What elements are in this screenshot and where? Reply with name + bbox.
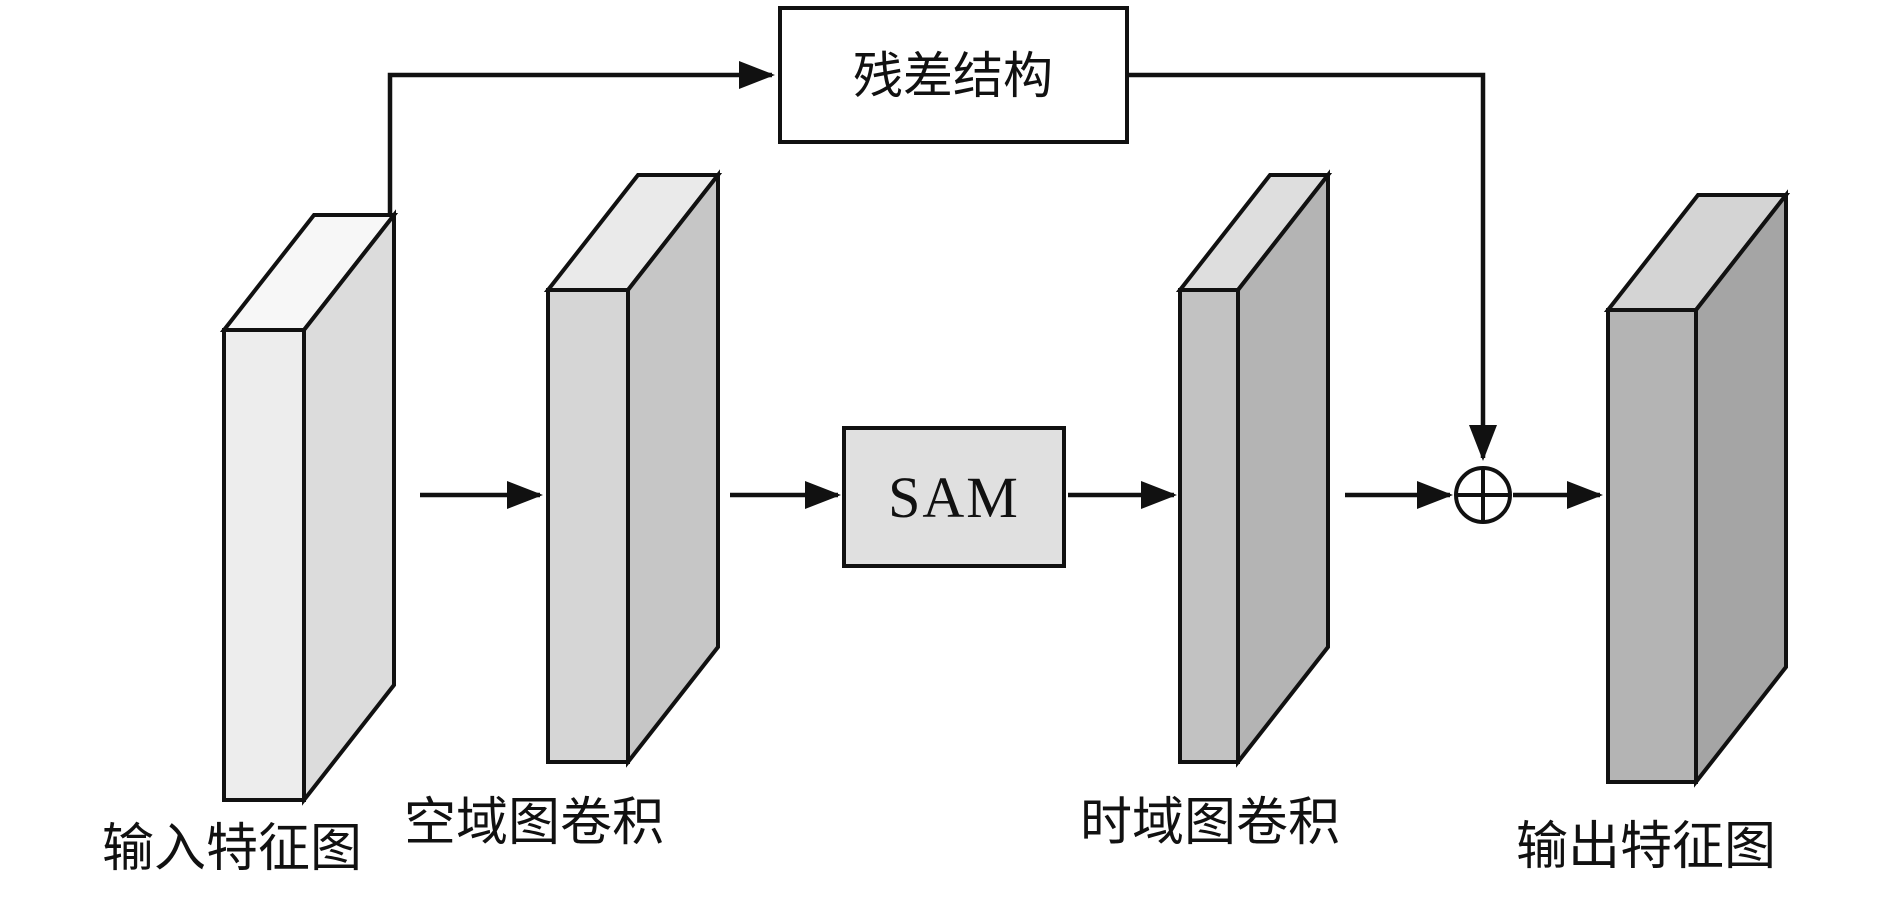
residual-connection-left-line	[387, 61, 775, 222]
input-feature-slab-front	[222, 328, 306, 802]
spatial-conv-label: 空域图卷积	[404, 795, 664, 852]
input-feature-label: 输入特征图	[102, 821, 362, 878]
temporal-conv-slab	[1175, 169, 1333, 768]
temporal-conv-label: 时域图卷积	[1080, 795, 1340, 852]
sam-label: SAM	[888, 465, 1020, 530]
residual-structure-box	[778, 6, 1129, 144]
temporal-conv-slab-front	[1178, 288, 1240, 764]
sam-node: SAM	[842, 426, 1066, 568]
residual-connection-right-line	[1127, 72, 1497, 461]
input-feature-slab	[219, 209, 399, 806]
spatial-conv-slab	[543, 169, 723, 768]
output-feature-slab	[1603, 189, 1791, 788]
add-operator-icon	[1454, 466, 1512, 524]
residual-structure-node: 残差结构	[778, 6, 1129, 144]
sam-box	[842, 426, 1066, 568]
output-feature-slab-front	[1606, 308, 1698, 784]
spatial-conv-slab-front	[546, 288, 630, 764]
output-feature-label: 输出特征图	[1516, 819, 1776, 876]
residual-structure-label: 残差结构	[853, 48, 1053, 104]
